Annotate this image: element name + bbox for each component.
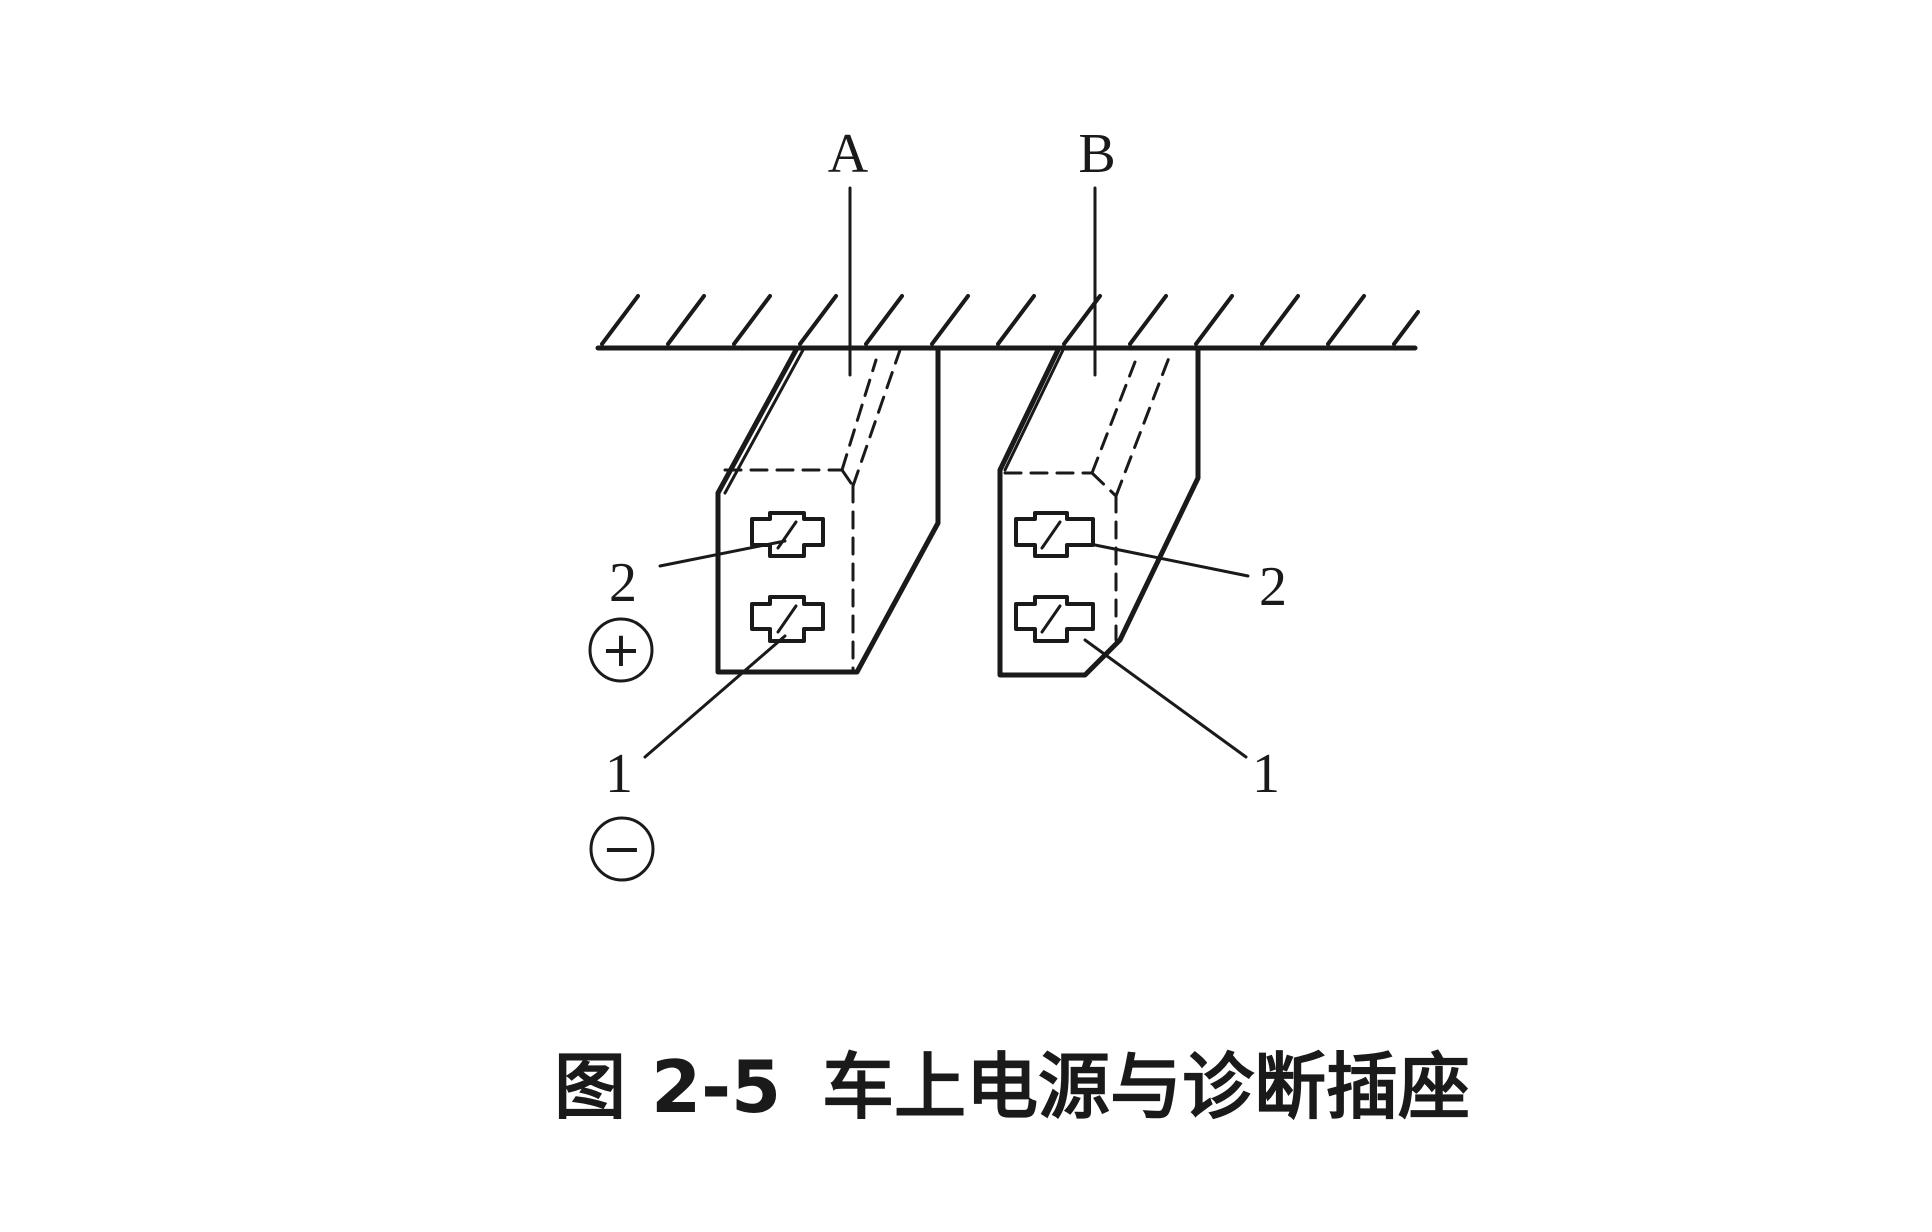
leader-left-1 [643, 634, 787, 759]
socket-b-hidden-edges [1003, 353, 1172, 642]
positive-sign: + [601, 622, 641, 678]
figure-number: 图 2-5 [554, 1045, 781, 1129]
socket-a-terminal-1 [750, 595, 825, 643]
label-left-pin-2: 2 [609, 552, 637, 614]
socket-a [643, 186, 941, 759]
socket-a-hidden-edges [723, 348, 902, 674]
label-right-pin-2: 2 [1259, 556, 1287, 618]
socket-b-terminal-2 [1014, 511, 1095, 558]
label-socket-b: B [1078, 123, 1115, 185]
label-left-pin-1: 1 [605, 743, 633, 805]
label-right-pin-1: 1 [1252, 743, 1280, 805]
negative-sign: − [602, 821, 642, 877]
figure-title: 车上电源与诊断插座 [822, 1045, 1470, 1129]
negative-symbol: − [589, 816, 655, 882]
label-socket-a: A [828, 123, 869, 185]
leader-right-1 [1083, 638, 1248, 759]
mounting-surface [595, 294, 1420, 351]
socket-a-terminal-2 [750, 511, 825, 558]
surface-hatching [600, 294, 1420, 346]
socket-b [997, 186, 1250, 759]
socket-b-terminal-1 [1014, 595, 1095, 643]
leader-left-2 [658, 539, 787, 568]
positive-symbol: + [588, 617, 654, 683]
leader-right-2 [1093, 543, 1250, 578]
